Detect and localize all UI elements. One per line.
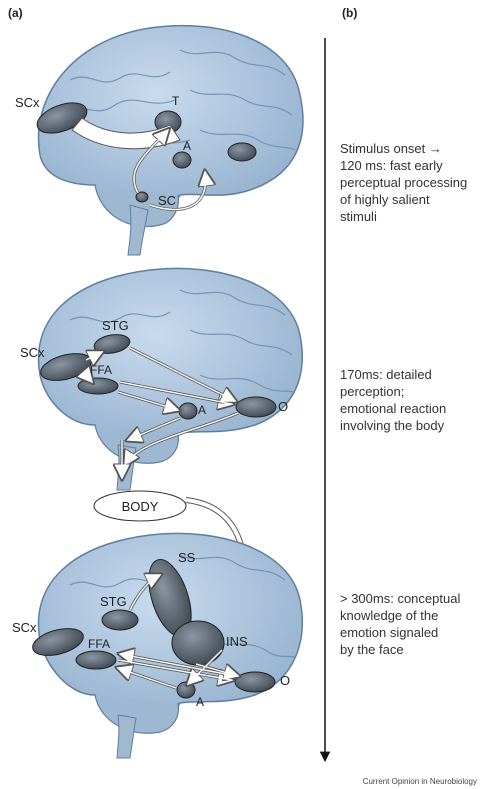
brain-2-label-scx: SCx	[20, 345, 45, 360]
brain-1-label-scx: SCx	[15, 95, 40, 110]
brain-3-label-o: O	[280, 673, 290, 688]
brain-2-o-region	[236, 397, 276, 417]
brain-2-label-stg: STG	[102, 318, 129, 333]
brain-2-label-o: O	[278, 399, 288, 414]
stage-1-text: Stimulus onset → 120 ms: fast early perc…	[340, 140, 480, 225]
brain-3-a-region	[177, 682, 195, 698]
brain-1-sc-region	[136, 192, 148, 202]
brain-3-label-ins: INS	[226, 634, 248, 649]
brain-1-a-region	[173, 152, 191, 168]
brain-2-brainstem	[117, 445, 136, 490]
brain-3-label-scx: SCx	[12, 620, 37, 635]
brain-3-ffa-region	[76, 651, 116, 669]
brain-1: SCx T A SC	[15, 26, 303, 255]
brain-3-label-ffa: FFA	[88, 637, 110, 651]
brain-2-label-a: A	[198, 403, 206, 417]
brain-1-extra-region	[228, 143, 256, 161]
stage-3-text: > 300ms: conceptual knowledge of the emo…	[340, 590, 480, 658]
brain-1-label-a: A	[183, 139, 191, 153]
brain-2: SCx STG FFA A O	[20, 268, 302, 490]
brain-3-brainstem	[117, 715, 136, 758]
brain-3-o-region	[235, 672, 275, 692]
brain-1-brainstem	[128, 205, 148, 255]
body-label: BODY	[122, 499, 159, 514]
brain-3-label-ss: SS	[178, 550, 196, 565]
brain-1-label-sc: SC	[158, 193, 176, 208]
brain-3-label-stg: STG	[100, 594, 127, 609]
stage-2-text: 170ms: detailed perception; emotional re…	[340, 366, 480, 434]
brain-1-label-t: T	[172, 94, 180, 108]
brain-3-label-a: A	[196, 695, 204, 709]
brain-3: SCx STG FFA SS INS A O	[12, 533, 302, 758]
brain-3-ins-region	[172, 621, 224, 665]
brain-2-a-region	[179, 403, 197, 419]
brain-2-ffa-region	[78, 378, 118, 394]
brain-3-stg-region	[102, 610, 138, 630]
brain-2-label-ffa: FFA	[90, 363, 112, 377]
journal-credit: Current Opinion in Neurobiology	[363, 777, 477, 786]
